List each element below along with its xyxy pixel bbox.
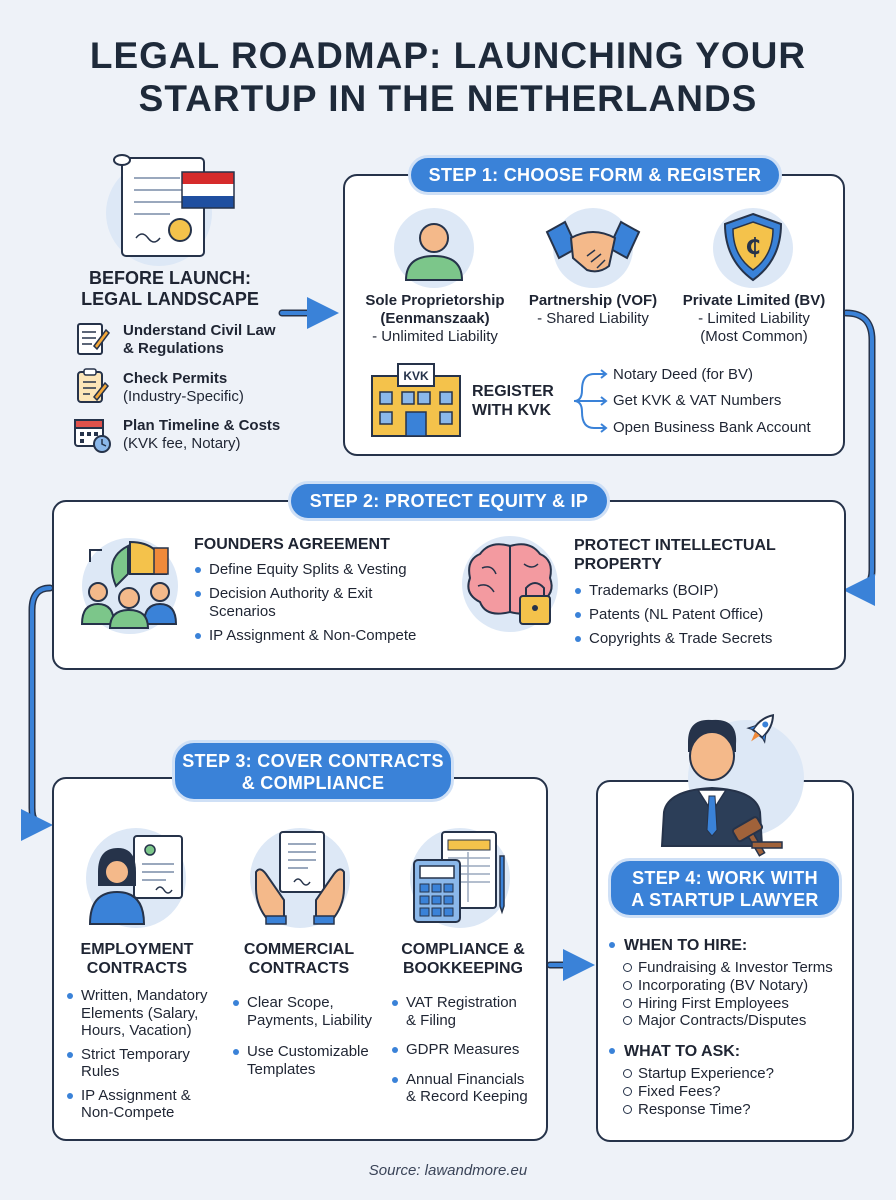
commercial-heading: COMMERCIAL CONTRACTS xyxy=(243,941,355,977)
ip-heading: PROTECT INTELLECTUAL PROPERTY xyxy=(574,537,776,573)
founders-list: Define Equity Splits & Vesting Decision … xyxy=(194,561,416,645)
founders-item: IP Assignment & Non-Compete xyxy=(194,627,416,645)
what-to-ask-heading: WHAT TO ASK: xyxy=(608,1042,740,1061)
arrow-step1-to-step2 xyxy=(843,311,876,606)
register-step-1: Notary Deed (for BV) xyxy=(613,366,754,383)
clipboard-icon xyxy=(77,368,110,403)
calculator-ledger-icon xyxy=(413,831,505,923)
employment-item: IP Assignment & Non-Compete xyxy=(66,1087,207,1122)
lawyer-rocket-icon xyxy=(660,714,783,857)
coin-symbol: ₵ xyxy=(745,235,760,260)
compliance-item: GDPR Measures xyxy=(391,1041,528,1059)
employment-item: Written, Mandatory Elements (Salary, Hou… xyxy=(66,987,207,1040)
title-line-2: STARTUP IN THE NETHERLANDS xyxy=(138,78,758,119)
shield-coin-icon: ₵ xyxy=(723,212,783,282)
employee-document-icon xyxy=(88,835,183,925)
when-item: Fundraising & Investor Terms xyxy=(622,959,833,977)
founders-item: Decision Authority & Exit Scenarios xyxy=(194,585,416,621)
commercial-item: Clear Scope, Payments, Liability xyxy=(232,994,372,1029)
when-heading-row: WHEN TO HIRE: xyxy=(608,936,747,955)
person-icon xyxy=(404,223,464,281)
ask-item: Response Time? xyxy=(622,1101,774,1119)
before-item-2: Check Permits (Industry-Specific) xyxy=(123,370,244,405)
form-sole: Sole Proprietorship (Eenmanszaak) - Unli… xyxy=(365,292,505,345)
ip-list: Trademarks (BOIP) Patents (NL Patent Off… xyxy=(574,582,772,648)
ip-item: Trademarks (BOIP) xyxy=(574,582,772,600)
register-step-2: Get KVK & VAT Numbers xyxy=(613,392,782,409)
when-list: Fundraising & Investor Terms Incorporati… xyxy=(622,959,833,1030)
founders-heading: FOUNDERS AGREEMENT xyxy=(194,536,390,553)
handshake-icon xyxy=(545,220,641,273)
compliance-item: VAT Registration & Filing xyxy=(391,994,528,1029)
kvk-building-icon: KVK xyxy=(371,363,461,437)
compliance-list: VAT Registration & Filing GDPR Measures … xyxy=(391,994,528,1106)
before-item-3: Plan Timeline & Costs (KVK fee, Notary) xyxy=(123,417,281,452)
when-item: Incorporating (BV Notary) xyxy=(622,977,833,995)
when-to-hire-heading: WHEN TO HIRE: xyxy=(608,936,747,955)
form-bv: Private Limited (BV) - Limited Liability… xyxy=(682,292,826,345)
commercial-item: Use Customizable Templates xyxy=(232,1043,372,1078)
register-kvk-label: REGISTER WITH KVK xyxy=(472,383,554,419)
ip-item: Copyrights & Trade Secrets xyxy=(574,630,772,648)
step3-label: STEP 3: COVER CONTRACTS & COMPLIANCE xyxy=(172,740,454,802)
source-credit: Source: lawandmore.eu xyxy=(368,1162,528,1179)
scroll-flag-icon xyxy=(113,154,235,257)
before-item-1: Understand Civil Law & Regulations xyxy=(123,322,276,357)
when-item: Hiring First Employees xyxy=(622,995,833,1013)
arrow-step2-to-step3 xyxy=(20,586,53,841)
before-heading-l1: BEFORE LAUNCH: xyxy=(89,268,251,288)
compliance-item: Annual Financials & Record Keeping xyxy=(391,1071,528,1106)
kvk-sign: KVK xyxy=(403,369,429,383)
employment-item: Strict Temporary Rules xyxy=(66,1046,207,1081)
brain-lock-icon xyxy=(467,543,553,625)
step2-panel xyxy=(52,500,846,670)
when-item: Major Contracts/Disputes xyxy=(622,1012,833,1030)
compliance-heading: COMPLIANCE & BOOKKEEPING xyxy=(401,941,525,977)
before-heading-l2: LEGAL LANDSCAPE xyxy=(81,289,259,309)
step2-label: STEP 2: PROTECT EQUITY & IP xyxy=(288,481,610,521)
ask-item: Fixed Fees? xyxy=(622,1083,774,1101)
ask-list: Startup Experience? Fixed Fees? Response… xyxy=(622,1065,774,1118)
register-branch-lines xyxy=(573,369,608,433)
employment-list: Written, Mandatory Elements (Salary, Hou… xyxy=(66,987,207,1122)
founders-team-icon xyxy=(80,540,178,629)
employment-heading: EMPLOYMENT CONTRACTS xyxy=(80,941,194,977)
notepad-icon xyxy=(77,323,110,355)
hands-contract-icon xyxy=(255,831,345,925)
before-launch-heading: BEFORE LAUNCH: LEGAL LANDSCAPE xyxy=(60,268,280,310)
step4-label: STEP 4: WORK WITH A STARTUP LAWYER xyxy=(608,858,842,918)
founders-item: Define Equity Splits & Vesting xyxy=(194,561,416,579)
commercial-list: Clear Scope, Payments, Liability Use Cus… xyxy=(232,994,372,1078)
ask-heading-row: WHAT TO ASK: xyxy=(608,1042,740,1061)
page-title: LEGAL ROADMAP: LAUNCHING YOUR STARTUP IN… xyxy=(0,34,896,120)
form-partnership: Partnership (VOF) - Shared Liability xyxy=(528,292,658,327)
ip-item: Patents (NL Patent Office) xyxy=(574,606,772,624)
register-step-3: Open Business Bank Account xyxy=(613,419,811,436)
ask-item: Startup Experience? xyxy=(622,1065,774,1083)
title-line-1: LEGAL ROADMAP: LAUNCHING YOUR xyxy=(89,35,807,76)
step1-label: STEP 1: CHOOSE FORM & REGISTER xyxy=(408,155,782,195)
calendar-clock-icon xyxy=(74,419,111,453)
